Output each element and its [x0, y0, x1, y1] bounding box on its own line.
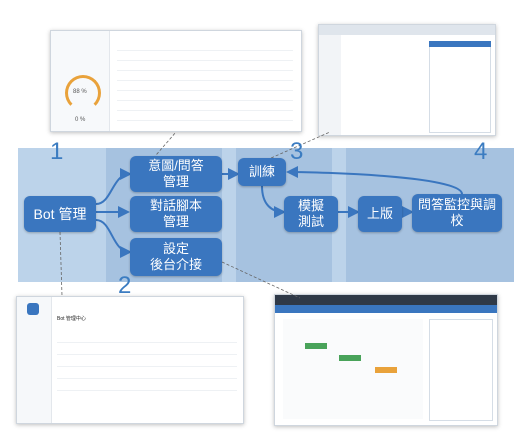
editor-flow-node [339, 355, 361, 361]
screenshot-monitor [318, 24, 496, 136]
arrow-bot-settings [95, 219, 132, 258]
bot-center-sidebar [17, 297, 52, 423]
dashboard-table [117, 41, 293, 127]
arrow-train-simulate [261, 185, 286, 218]
monitor-sidebar [319, 35, 341, 135]
node-train: 訓練 [238, 158, 286, 186]
step-number-4: 4 [474, 138, 488, 165]
monitor-titlebar [319, 25, 495, 35]
node-bot-management: Bot 管理 [24, 196, 96, 232]
editor-canvas [283, 319, 423, 419]
leader-settings-editor [221, 261, 301, 299]
step-number-3: 3 [290, 138, 304, 165]
bot-center-table [57, 331, 237, 391]
step-number-1: 1 [50, 138, 64, 165]
editor-flow-node [305, 343, 327, 349]
monitor-panel [429, 41, 491, 133]
node-simulate-test: 模擬 測試 [284, 196, 338, 232]
gauge-1-value: 88 % [73, 89, 87, 95]
gauge-2-value: 0 % [75, 117, 86, 123]
leader-train-monitor [261, 131, 331, 163]
bot-center-logo-icon [27, 303, 39, 315]
node-dialog-script: 對話腳本 管理 [130, 196, 222, 232]
arrow-monitor-train [286, 166, 463, 195]
gauge-1 [65, 75, 101, 111]
editor-side-panel [429, 319, 493, 421]
monitor-panel-header [429, 41, 491, 47]
node-publish: 上版 [358, 196, 402, 232]
editor-titlebar [275, 295, 497, 305]
leader-bot-botcenter [59, 231, 63, 297]
node-intent-qa: 意圖/問答 管理 [130, 156, 222, 192]
screenshot-dashboard: 88 % 0 % [50, 30, 302, 132]
screenshot-bot-center: Bot 管理中心 [16, 296, 244, 424]
editor-flow-node [375, 367, 397, 373]
node-settings-backend: 設定 後台介接 [130, 238, 222, 276]
bot-center-title: Bot 管理中心 [57, 316, 86, 322]
node-monitor-tuning: 問答監控與調 校 [412, 194, 502, 232]
screenshot-script-editor [274, 294, 498, 426]
step-number-2: 2 [118, 272, 132, 299]
editor-header [275, 305, 497, 313]
arrow-bot-intent [95, 168, 132, 205]
